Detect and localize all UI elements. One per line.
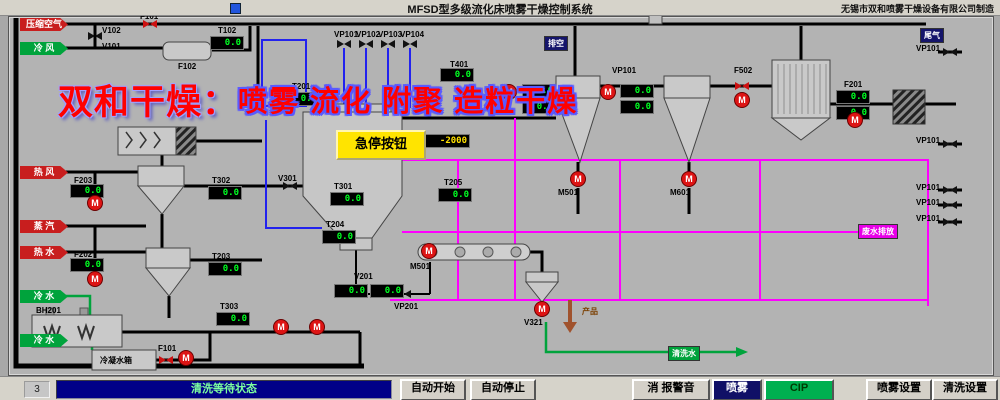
cip-button[interactable]: CIP	[764, 379, 834, 400]
mute-alarm-button[interactable]: 消 报警音	[632, 379, 710, 400]
auto-stop-button[interactable]: 自动停止	[470, 379, 536, 400]
status-bar: 清洗等待状态	[56, 380, 392, 399]
auto-start-button[interactable]: 自动开始	[400, 379, 466, 400]
page-title: MFSD型多级流化床喷雾干燥控制系统	[407, 4, 593, 16]
clean-settings-button[interactable]: 清洗设置	[932, 379, 998, 400]
title-bar: MFSD型多级流化床喷雾干燥控制系统 无锡市双和喷雾干燥设备有限公司制造	[0, 0, 1000, 16]
spray-button[interactable]: 喷雾	[712, 379, 762, 400]
app-icon	[230, 3, 241, 14]
spray-settings-button[interactable]: 喷雾设置	[866, 379, 932, 400]
manufacturer-label: 无锡市双和喷雾干燥设备有限公司制造	[840, 4, 994, 14]
emergency-stop-button[interactable]: 急停按钮	[336, 130, 426, 160]
counter-display: 3	[24, 381, 50, 398]
